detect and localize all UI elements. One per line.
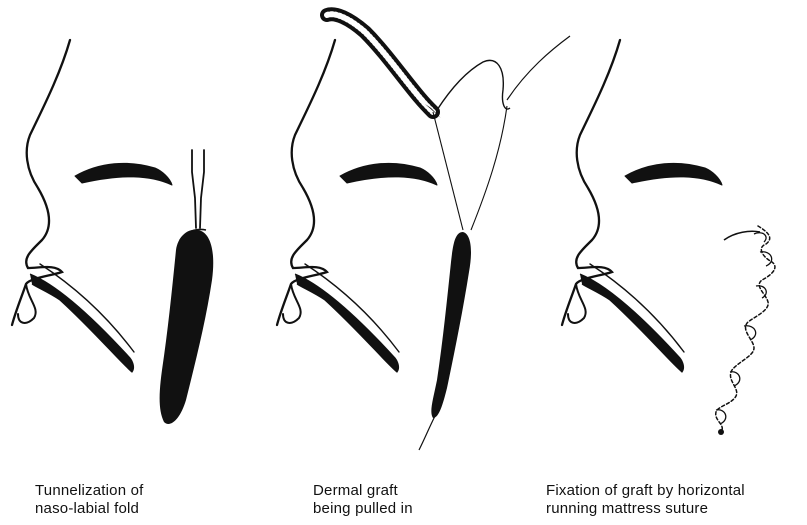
surgical-instrument-1	[192, 150, 204, 228]
graft-in-tunnel	[431, 232, 471, 418]
caption-2-line-1: Dermal graft	[313, 482, 413, 500]
panel-2-graft-pulled-in	[277, 14, 570, 450]
face-profile-1	[12, 40, 172, 372]
caption-fixation: Fixation of graft by horizontal running …	[546, 482, 745, 518]
suture-loop	[437, 60, 510, 110]
panel-3-fixation	[562, 40, 775, 435]
suture-thread-right	[471, 106, 507, 230]
caption-1-line-1: Tunnelization of	[35, 482, 144, 500]
skin-edge	[724, 231, 760, 240]
mattress-suture-line	[716, 226, 775, 430]
caption-3-line-1: Fixation of graft by horizontal	[546, 482, 745, 500]
suture-knots	[716, 233, 772, 424]
suture-end-knot	[718, 429, 724, 435]
trailing-suture	[419, 416, 435, 450]
tunnel-track-1	[160, 230, 214, 424]
caption-3-line-2: running mattress suture	[546, 500, 745, 518]
caption-graft-pulled-in: Dermal graft being pulled in	[313, 482, 413, 518]
suture-thread-upper	[507, 36, 570, 100]
caption-1-line-2: naso-labial fold	[35, 500, 144, 518]
suture-thread-left	[433, 112, 463, 230]
face-profile-3	[562, 40, 722, 372]
dermal-graft-texture	[327, 14, 433, 112]
panel-1-tunnelization	[12, 40, 213, 424]
caption-tunnelization: Tunnelization of naso-labial fold	[35, 482, 144, 518]
caption-2-line-2: being pulled in	[313, 500, 413, 518]
